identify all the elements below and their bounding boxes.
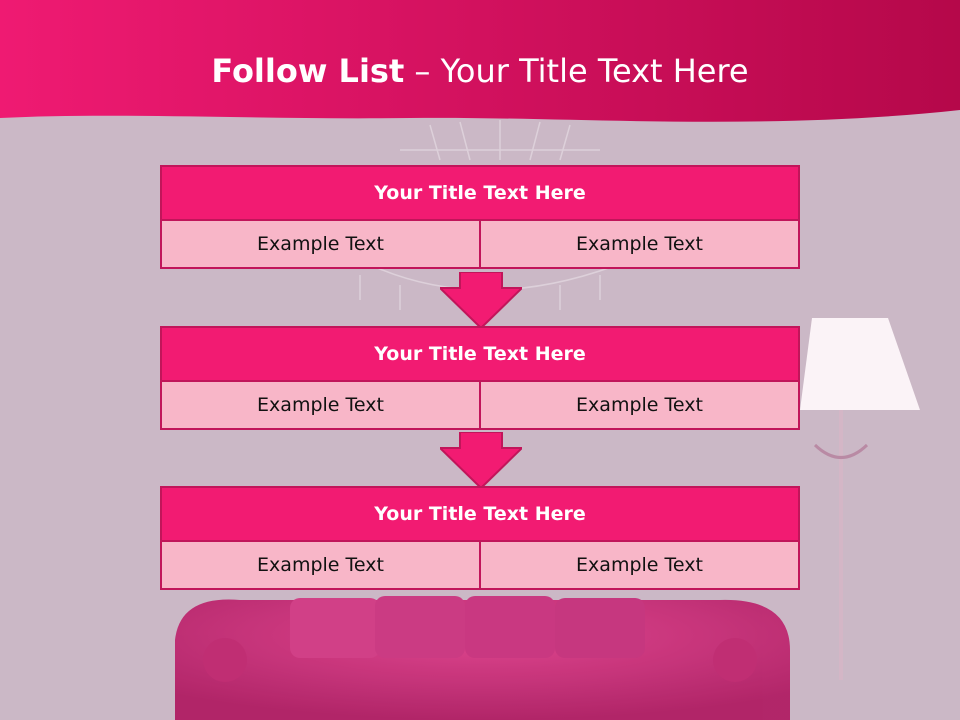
- follow-block-3: Your Title Text Here Example Text Exampl…: [160, 486, 800, 590]
- block-title: Your Title Text Here: [160, 165, 800, 221]
- sofa-shape: [175, 596, 790, 720]
- title-rest-part: – Your Title Text Here: [414, 52, 749, 90]
- follow-block-1: Your Title Text Here Example Text Exampl…: [160, 165, 800, 269]
- slide-title: Follow List – Your Title Text Here: [0, 52, 960, 90]
- lamp-shape: [800, 318, 920, 680]
- down-arrow-icon: [440, 432, 522, 488]
- header-band: [0, 0, 960, 122]
- block-row: Example Text Example Text: [160, 542, 800, 590]
- block-cell-left: Example Text: [160, 221, 481, 269]
- block-cell-right: Example Text: [481, 382, 800, 430]
- block-row: Example Text Example Text: [160, 382, 800, 430]
- block-title: Your Title Text Here: [160, 486, 800, 542]
- down-arrow-icon: [440, 272, 522, 328]
- title-bold-part: Follow List: [211, 52, 405, 90]
- block-cell-right: Example Text: [481, 542, 800, 590]
- block-title: Your Title Text Here: [160, 326, 800, 382]
- block-cell-left: Example Text: [160, 382, 481, 430]
- follow-block-2: Your Title Text Here Example Text Exampl…: [160, 326, 800, 430]
- block-cell-right: Example Text: [481, 221, 800, 269]
- block-cell-left: Example Text: [160, 542, 481, 590]
- block-row: Example Text Example Text: [160, 221, 800, 269]
